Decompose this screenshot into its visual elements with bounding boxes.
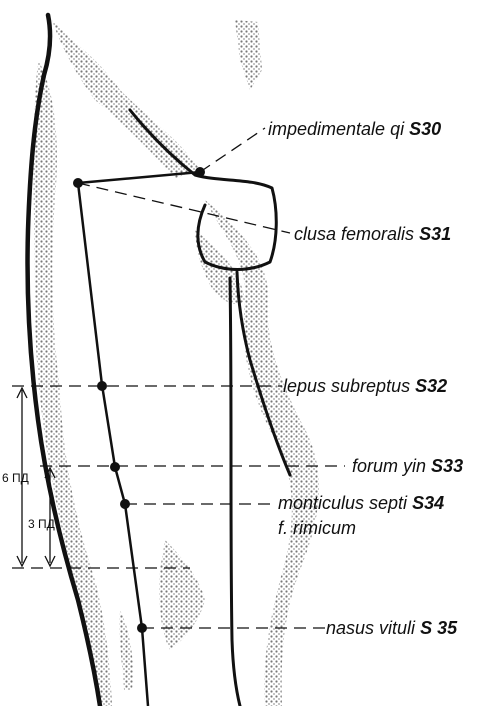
point-s35-dot: [137, 623, 147, 633]
point-s30-dot: [195, 167, 205, 177]
label-s34: monticulus septi S34: [278, 493, 444, 513]
label-s30: impedimentale qi S30: [268, 119, 441, 139]
point-s34-dot: [120, 499, 130, 509]
dimension-label-6: 6 ПД: [2, 471, 29, 485]
label-s35: nasus vituli S 35: [326, 618, 458, 638]
label-s31: clusa femoralis S31: [294, 224, 451, 244]
label-s32: lepus subreptus S32: [283, 376, 447, 396]
label-s34-alt: f. rimicum: [278, 518, 356, 538]
point-s33-dot: [110, 462, 120, 472]
point-s32-dot: [97, 381, 107, 391]
dimension-label-3: 3 ПД: [28, 517, 55, 531]
label-s33: forum yin S33: [352, 456, 463, 476]
leg-outline: [27, 15, 290, 706]
point-s31-dot: [73, 178, 83, 188]
